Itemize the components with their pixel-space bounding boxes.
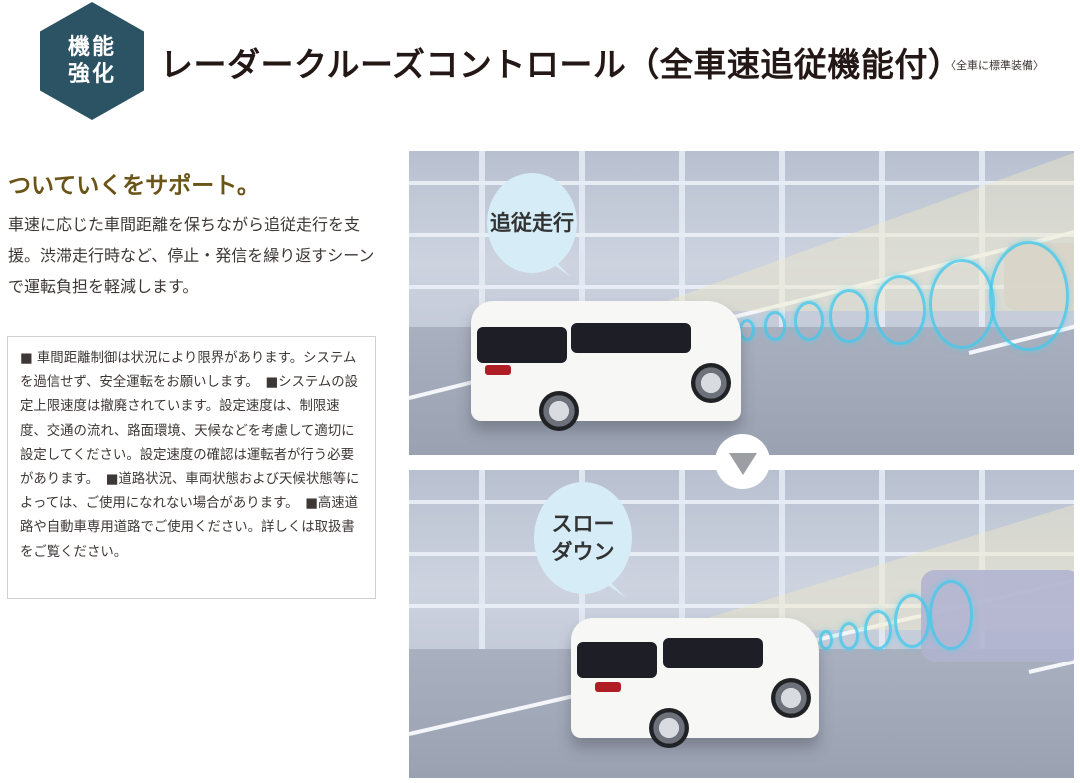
page-title: レーダークルーズコントロール（全車速追従機能付） [160,45,962,84]
disclaimer-box: ■ 車間距離制御は状況により限界があります。システムを過信せず、安全運転をお願い… [7,336,376,599]
bubble-label-line-1: スロー [551,512,615,536]
feature-enhanced-badge: 機能 強化 [40,2,144,120]
ego-vehicle [571,618,819,748]
badge-line-1: 機能 [67,35,116,60]
bubble-label-line-2: ダウン [551,540,615,564]
speech-bubble-following: 追従走行 [487,173,577,273]
down-triangle-icon [728,452,757,475]
page-header: 機能 強化 レーダークルーズコントロール（全車速追従機能付） 〈全車に標準装備〉 [0,0,1080,130]
intro-body-text: 車速に応じた車間距離を保ちながら追従走行を支援。渋滞走行時など、停止・発信を繰り… [8,215,375,296]
lead-heading: ついていくをサポート。 [8,173,260,199]
standard-equipment-note: 〈全車に標準装備〉 [945,59,1044,72]
ego-vehicle [471,301,741,431]
badge-line-2: 強化 [67,62,116,87]
following-illustration: 追従走行 [409,151,1074,455]
step-divider-circle [715,434,770,489]
bubble-label: 追従走行 [490,211,574,235]
speech-bubble-slowdown: スロー ダウン [534,482,632,594]
slowdown-illustration: スロー ダウン [409,470,1074,778]
